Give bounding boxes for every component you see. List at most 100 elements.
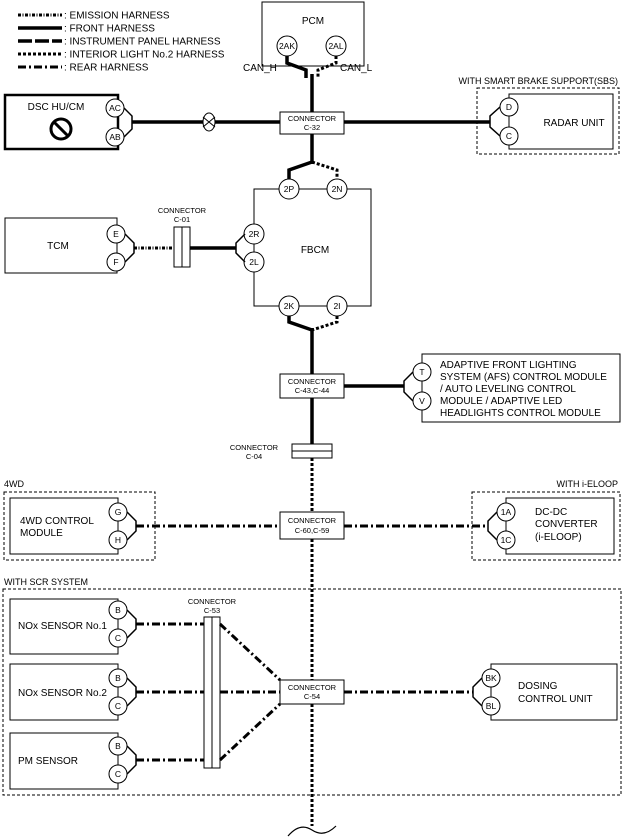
wire-fbcm-2k [287,316,313,332]
pcm-pin-2al-label: 2AL [328,41,343,51]
afs-box [421,353,621,423]
radar-twist [489,106,501,137]
ieloop-box [505,497,615,555]
tcm-box [4,217,118,274]
afs-twist [403,371,414,402]
fbcm-pin-2k-label: 2K [284,301,295,311]
pm-twist [126,745,137,775]
sbs-group: WITH SMART BRAKE SUPPORT(SBS) RADAR UNIT… [458,76,620,155]
connector-c43-box [279,373,345,399]
afs-line5: HEADLIGHTS CONTROL MODULE [440,408,601,419]
nox2-pin-c-label: C [115,701,121,711]
connector-c53-line2: C-53 [204,606,220,615]
fourwd-twist [126,511,137,541]
ieloop-line2: CONVERTER [535,519,598,530]
wire-pcm-can-l [316,56,338,78]
dsc-title: DSC HU/CM [28,102,85,113]
tcm-pin-e-label: E [113,229,119,239]
dosing-twist [472,677,483,707]
nox2-pin-b-label: B [115,673,121,683]
connector-c54: CONNECTOR C-54 [279,679,345,705]
dsc-module: DSC HU/CM AC AB [3,93,125,151]
pcm-title: PCM [302,16,324,27]
connector-c60: CONNECTOR C-60,C-59 [279,511,345,540]
connector-c32-line2: C-32 [304,123,320,132]
fbcm-left-twist [235,233,246,263]
fbcm-box [253,188,372,307]
nox1-title: NOx SENSOR No.1 [18,621,107,632]
nox2-module: NOx SENSOR No.2 B C [9,663,128,721]
tcm-twist [124,233,135,263]
fourwd-box [9,497,119,555]
fbcm-pin-2l-label: 2L [249,257,259,267]
twisted-pair-icon [202,112,216,132]
dosing-box [490,663,618,721]
fbcm-pin-2p [278,178,300,200]
legend-interior-light: : INTERIOR LIGHT No.2 HARNESS [64,50,225,61]
ieloop-line3: (i-ELOOP) [535,532,582,543]
connector-c32: CONNECTOR C-32 [279,111,345,135]
legend-rear: : REAR HARNESS [64,63,149,74]
wire-fbcm-2i [311,316,339,332]
pm-pin-b-label: B [115,741,121,751]
pcm-can-l-label: CAN_L [340,63,373,74]
pm-box [9,732,119,790]
pcm-box [261,1,365,67]
tcm-title: TCM [47,241,69,252]
nox2-box [9,663,119,721]
afs-line1: ADAPTIVE FRONT LIGHTING [440,360,577,371]
dsc-pin-ac-label: AC [109,103,121,113]
wire-fbcm-2p [287,160,313,180]
connector-c43-line2: C-43,C-44 [295,386,330,395]
connector-c53-left [203,616,213,769]
nox1-pin-b-label: B [115,605,121,615]
radar-pin-c-label: C [506,131,512,141]
afs-pin-t-label: T [419,367,424,377]
pcm-can-h-label: CAN_H [243,63,277,74]
fbcm-pin-2n [326,178,348,200]
connector-c43-line1: CONNECTOR [288,377,337,386]
connector-c54-line2: C-54 [304,692,320,701]
fbcm-title: FBCM [301,245,329,256]
nox2-twist [126,677,137,707]
prohibited-icon [49,117,73,141]
connector-c04: CONNECTOR C-04 [230,443,333,461]
fbcm-pin-2r-label: 2R [249,229,260,239]
nox2-title: NOx SENSOR No.2 [18,688,107,699]
connector-c60-line2: C-60,C-59 [295,526,330,535]
legend: : EMISSION HARNESS : FRONT HARNESS : INS… [18,11,225,74]
connector-c53-right [211,616,221,769]
wire-c53-nox1-to-c54 [218,622,282,682]
ieloop-pin-1a-label: 1A [501,507,512,517]
radar-box [508,93,614,150]
connector-c01: CONNECTOR C-01 [158,206,207,268]
connector-c60-line1: CONNECTOR [288,516,337,525]
tcm-module: TCM E F [4,217,126,274]
nox1-pin-c-label: C [115,633,121,643]
fourwd-group: 4WD 4WD CONTROL MODULE G H [3,479,156,561]
dsc-pin-ab-label: AB [109,132,121,142]
connector-c04-line1: CONNECTOR [230,443,279,452]
ieloop-group-label: WITH i-ELOOP [556,479,618,489]
connector-c04-line2: C-04 [246,452,262,461]
fbcm-module: FBCM 2P 2N 2R 2L 2K 2I [243,178,372,317]
scr-group-label: WITH SCR SYSTEM [4,577,88,587]
sbs-group-label: WITH SMART BRAKE SUPPORT(SBS) [458,76,618,86]
tcm-pin-f-label: F [113,257,118,267]
pcm-pin-2ak-label: 2AK [279,41,295,51]
nox1-box [9,598,119,655]
radar-pin-d-label: D [506,102,512,112]
dosing-module: DOSING CONTROL UNIT BK BL [481,663,618,721]
connector-c53-line1: CONNECTOR [188,597,237,606]
connector-c04-top [291,443,333,452]
legend-instrument-panel: : INSTRUMENT PANEL HARNESS [64,37,221,48]
ieloop-pin-1c-label: 1C [501,535,512,545]
dosing-pin-bk-label: BK [485,673,497,683]
afs-line2: SYSTEM (AFS) CONTROL MODULE [440,372,607,383]
legend-emission: : EMISSION HARNESS [64,11,170,22]
dosing-pin-bl-label: BL [486,701,497,711]
fourwd-group-label: 4WD [4,479,25,489]
radar-title: RADAR UNIT [543,118,604,129]
dosing-line1: DOSING [518,681,558,692]
